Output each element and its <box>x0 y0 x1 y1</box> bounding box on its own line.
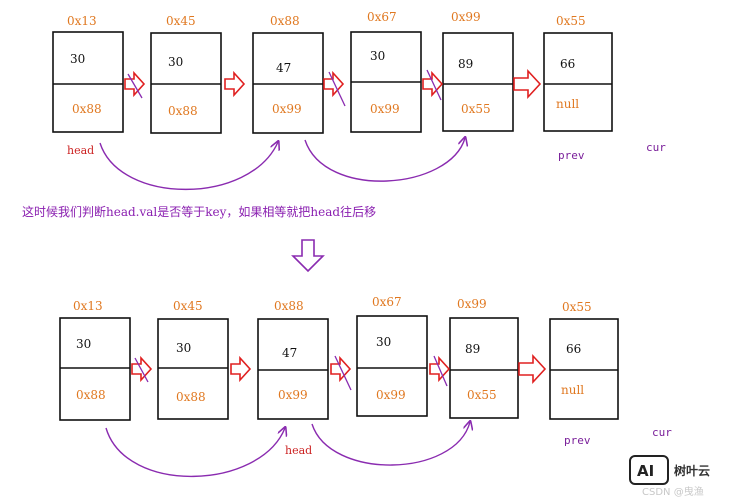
node-address: 0x88 <box>270 14 300 28</box>
head-label: head <box>285 444 312 457</box>
node-address: 0x88 <box>274 299 304 313</box>
node-next: 0x88 <box>176 390 206 404</box>
node-next: 0x99 <box>376 388 406 402</box>
watermark-source: CSDN @曳渔 <box>642 486 704 498</box>
node-next: null <box>556 97 579 111</box>
cur-label: cur <box>652 426 672 439</box>
ai-logo-text: AI <box>637 462 654 480</box>
node-5: 0x55 66 null <box>549 300 619 420</box>
node-next: null <box>561 383 584 397</box>
node-address: 0x99 <box>457 297 487 311</box>
link-arrow-icon <box>422 70 444 98</box>
node-value: 66 <box>560 57 575 71</box>
cur-label: cur <box>646 141 666 154</box>
node-address: 0x45 <box>173 299 203 313</box>
prev-label: prev <box>564 434 591 447</box>
node-2: 0x88 47 0x99 <box>257 299 329 420</box>
strike-lines <box>134 355 448 391</box>
node-next: 0x88 <box>72 102 102 116</box>
strike-lines <box>127 69 442 107</box>
link-arrow-icon <box>513 68 542 100</box>
node-value: 30 <box>168 55 183 69</box>
watermark: AI 树叶云 CSDN @曳渔 <box>629 455 710 498</box>
node-0: 0x13 30 0x88 <box>59 299 131 421</box>
node-value: 30 <box>70 52 85 66</box>
node-next: 0x88 <box>76 388 106 402</box>
watermark-brand: 树叶云 <box>674 463 710 478</box>
link-arrow-icon <box>224 70 246 98</box>
link-arrow-icon <box>323 70 345 98</box>
node-1: 0x45 30 0x88 <box>157 299 229 420</box>
prev-label: prev <box>558 149 585 162</box>
node-value: 30 <box>370 49 385 63</box>
node-next: 0x55 <box>467 388 497 402</box>
node-5: 0x55 66 null <box>543 14 613 132</box>
node-address: 0x13 <box>67 14 97 28</box>
node-4: 0x99 89 0x55 <box>442 10 514 132</box>
node-2: 0x88 47 0x99 <box>252 14 324 134</box>
node-value: 47 <box>282 346 297 360</box>
node-address: 0x99 <box>451 10 481 24</box>
node-address: 0x67 <box>367 10 397 24</box>
next-curves <box>105 422 470 478</box>
node-value: 30 <box>376 335 391 349</box>
diagram-top: 0x13 30 0x88 0x45 30 0x88 0x88 47 0x99 0… <box>52 10 666 190</box>
node-4: 0x99 89 0x55 <box>449 297 519 419</box>
node-next: 0x99 <box>272 102 302 116</box>
node-address: 0x13 <box>73 299 103 313</box>
explanation-note: 这时候我们判断head.val是否等于key，如果相等就把head往后移 <box>22 204 376 219</box>
link-arrow-icon <box>230 355 252 383</box>
down-arrow-icon <box>291 239 325 273</box>
ai-logo-icon <box>629 455 669 485</box>
next-curves <box>99 138 465 190</box>
node-3: 0x67 30 0x99 <box>356 295 428 417</box>
node-address: 0x55 <box>562 300 592 314</box>
node-next: 0x88 <box>168 104 198 118</box>
node-value: 47 <box>276 61 291 75</box>
head-label: head <box>67 144 94 157</box>
node-address: 0x55 <box>556 14 586 28</box>
node-value: 30 <box>176 341 191 355</box>
diagram-bottom: 0x13 30 0x88 0x45 30 0x88 0x88 47 0x99 0… <box>59 295 672 478</box>
node-value: 89 <box>458 57 473 71</box>
node-next: 0x99 <box>278 388 308 402</box>
node-next: 0x99 <box>370 102 400 116</box>
node-value: 30 <box>76 337 91 351</box>
node-address: 0x45 <box>166 14 196 28</box>
node-value: 66 <box>566 342 581 356</box>
node-value: 89 <box>465 342 480 356</box>
link-arrow-icon <box>518 353 547 385</box>
node-1: 0x45 30 0x88 <box>150 14 222 134</box>
node-address: 0x67 <box>372 295 402 309</box>
node-0: 0x13 30 0x88 <box>52 14 124 133</box>
link-arrows <box>124 68 542 100</box>
node-next: 0x55 <box>461 102 491 116</box>
node-3: 0x67 30 0x99 <box>350 10 422 133</box>
